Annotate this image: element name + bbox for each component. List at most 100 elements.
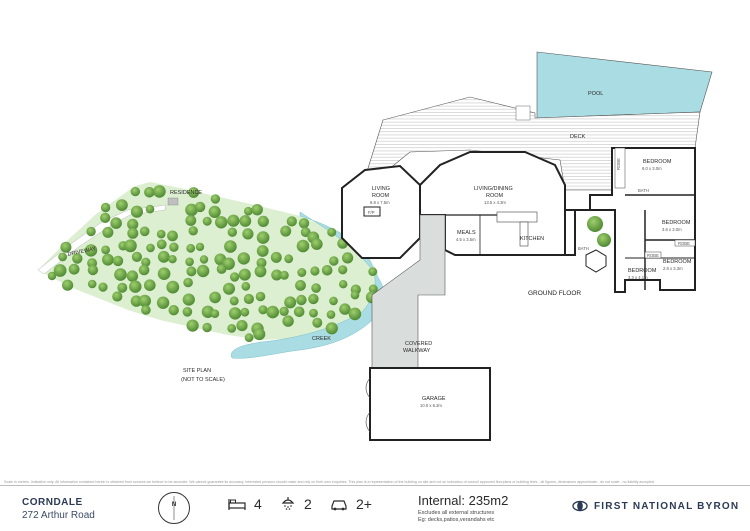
tree	[169, 242, 179, 252]
tree	[188, 187, 200, 198]
living-room-label-2: ROOM	[372, 193, 390, 199]
tree	[185, 215, 197, 226]
kitchen-bench	[496, 211, 538, 223]
tree	[327, 227, 337, 237]
garage	[369, 367, 491, 441]
living-dining-size: 13.5 x 4.3m	[484, 200, 506, 205]
living-room-size: 6.8 x 7.5m	[370, 200, 390, 205]
tree	[114, 268, 127, 281]
tree	[156, 296, 170, 309]
living-dining-label-1: LIVING/DINING	[474, 186, 513, 192]
meals-label: MEALS	[457, 230, 476, 236]
tree	[146, 243, 155, 253]
pool	[536, 51, 713, 119]
tree	[168, 305, 179, 316]
deck-stairs	[515, 105, 531, 121]
street-address: 272 Arthur Road	[22, 510, 95, 521]
tree	[224, 240, 237, 253]
tree	[202, 322, 212, 333]
tree	[228, 307, 242, 320]
site-plan: RESIDENCE DRIVEWAY CREEK SITE PLAN (NOT …	[37, 182, 385, 383]
tree	[60, 241, 72, 253]
bedroom-3-label: BEDROOM	[628, 268, 657, 274]
tree	[153, 185, 166, 198]
garage-label: GARAGE	[422, 396, 446, 402]
tree	[129, 280, 142, 293]
tree	[141, 305, 151, 315]
living-room	[341, 164, 421, 259]
garage-size: 10.0 x 6.2m	[420, 403, 442, 408]
tree	[296, 239, 310, 253]
tree	[271, 269, 283, 281]
tree	[116, 199, 128, 212]
tree	[87, 279, 97, 289]
tree	[229, 296, 239, 306]
courtyard-tree	[597, 233, 611, 247]
tree	[284, 254, 294, 264]
tree	[215, 216, 228, 229]
tree	[253, 328, 266, 341]
walkway-label-2: WALKWAY	[403, 348, 431, 354]
tree	[47, 271, 57, 281]
tree	[312, 317, 323, 328]
tree	[256, 245, 269, 257]
tree	[72, 253, 83, 264]
tree	[208, 205, 221, 218]
tree	[185, 203, 198, 217]
living-dining-label-2: ROOM	[486, 193, 504, 199]
bedroom-4-label: BEDROOM	[663, 259, 692, 265]
tree	[339, 280, 348, 289]
tree	[227, 324, 237, 333]
brand-name: FIRST NATIONAL BYRON	[594, 500, 740, 512]
tree	[68, 263, 80, 275]
robe-3	[644, 251, 662, 259]
robe-2	[674, 239, 696, 247]
tree	[244, 206, 253, 216]
tree	[102, 226, 114, 238]
tree	[183, 277, 193, 288]
tree	[166, 280, 180, 294]
tree	[368, 267, 378, 276]
tree	[368, 284, 378, 294]
tree	[185, 257, 194, 267]
tree-cluster	[47, 185, 378, 343]
bedroom-4-size: 2.8 x 3.3m	[663, 266, 683, 271]
internal-area: Internal: 235m2	[418, 493, 509, 508]
robe-1	[614, 147, 626, 189]
bedroom-1-label: BEDROOM	[643, 159, 672, 165]
bedroom-1-size: 6.0 x 3.0m	[642, 166, 662, 171]
ground-floor-label: GROUND FLOOR	[528, 290, 581, 297]
residence-footprint	[167, 197, 179, 206]
residence-label: RESIDENCE	[170, 190, 202, 196]
tree	[256, 231, 270, 244]
tree	[243, 293, 254, 305]
tree	[311, 238, 323, 250]
tree	[130, 186, 140, 197]
tree	[139, 226, 150, 237]
bedroom-count-value: 4	[254, 496, 262, 512]
tree	[186, 266, 197, 277]
pool-label: POOL	[588, 91, 603, 97]
tree	[101, 245, 110, 255]
bedroom-3-size: 3.3 x 4.1m	[628, 275, 648, 280]
tree	[117, 282, 128, 293]
tree	[127, 218, 139, 230]
compass-label: N	[171, 502, 177, 508]
tree	[216, 264, 227, 274]
tree	[279, 270, 289, 280]
tree	[242, 228, 254, 240]
footer-bar: CORNDALE 272 Arthur Road N 4 2 2+	[0, 485, 750, 531]
internal-note-1: Excludes all external structures	[418, 510, 495, 516]
internal-note-2: Eg: decks,patios,verandahs etc	[418, 517, 495, 523]
tree	[236, 320, 248, 332]
tree	[339, 303, 351, 315]
tree	[182, 307, 193, 317]
floor-plan: RESIDENCE DRIVEWAY CREEK SITE PLAN (NOT …	[37, 51, 713, 441]
tree	[53, 264, 67, 277]
tree	[188, 226, 198, 236]
tree	[168, 255, 177, 264]
tree	[251, 204, 263, 216]
suburb-title: CORNDALE	[22, 497, 83, 508]
tree	[255, 291, 266, 302]
tree	[240, 307, 250, 317]
